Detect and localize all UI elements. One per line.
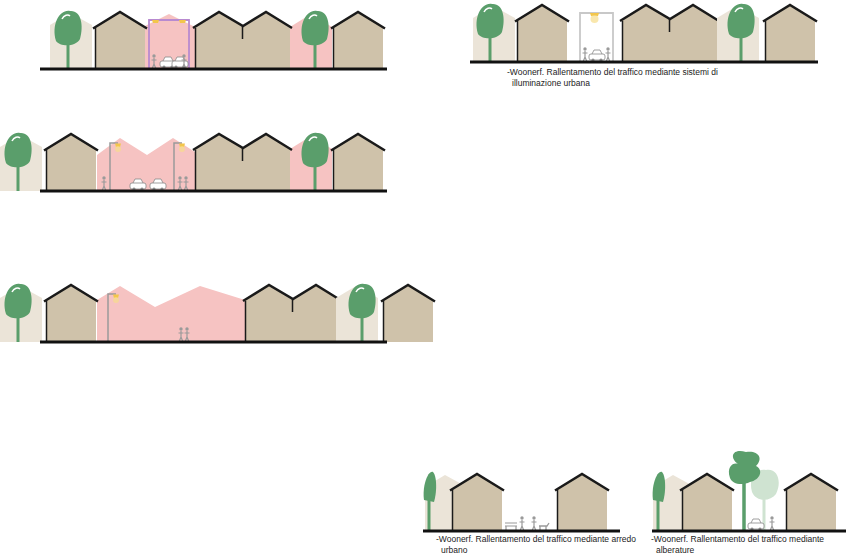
caption-note: -Woonerf. Rallentamento del traffico med… <box>436 534 641 556</box>
caption-note: -Woonerf. Rallentamento del traffico med… <box>651 534 846 556</box>
section-f <box>652 451 846 531</box>
section-e <box>423 472 620 531</box>
caption-note: -Woonerf. Rallentamento del traffico med… <box>507 67 734 89</box>
section-d <box>0 284 435 342</box>
section-c <box>0 133 387 191</box>
section-a <box>40 11 387 69</box>
section-b <box>470 4 818 62</box>
